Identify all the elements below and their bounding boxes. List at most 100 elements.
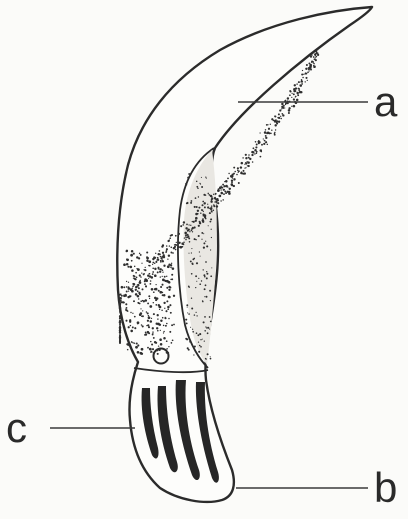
stipple-dot bbox=[209, 329, 210, 330]
stipple-dot bbox=[126, 250, 128, 252]
stipple-dot bbox=[166, 348, 168, 350]
stipple-dot bbox=[160, 258, 162, 260]
stipple-dot bbox=[245, 154, 247, 156]
stipple-dot bbox=[153, 337, 155, 339]
stipple-dot bbox=[251, 154, 253, 156]
stipple-dot bbox=[155, 284, 156, 285]
stipple-dot bbox=[209, 208, 210, 209]
stipple-dot bbox=[274, 115, 276, 117]
stipple-dot bbox=[148, 315, 149, 316]
stipple-dot bbox=[155, 299, 157, 301]
stipple-dot bbox=[146, 251, 148, 253]
stipple-dot bbox=[178, 242, 180, 244]
stipple-dot bbox=[161, 309, 163, 311]
stipple-dot bbox=[136, 256, 138, 258]
stipple-dot bbox=[208, 225, 209, 226]
stipple-dot bbox=[140, 300, 142, 302]
stipple-dot bbox=[202, 201, 204, 203]
stipple-dot bbox=[303, 74, 304, 75]
stipple-dot bbox=[151, 318, 152, 319]
stipple-dot bbox=[151, 343, 153, 345]
stipple-dot bbox=[266, 132, 268, 134]
stipple-dot bbox=[211, 211, 213, 213]
stipple-dot bbox=[294, 84, 296, 86]
stipple-dot bbox=[189, 173, 190, 174]
stipple-dot bbox=[217, 202, 219, 204]
stipple-dot bbox=[203, 233, 204, 234]
stipple-dot bbox=[141, 288, 143, 290]
stipple-dot bbox=[244, 172, 246, 174]
stipple-dot bbox=[163, 265, 165, 267]
stipple-dot bbox=[193, 354, 194, 355]
stipple-dot bbox=[249, 158, 251, 160]
stipple-dot bbox=[211, 229, 212, 230]
stipple-dot bbox=[198, 342, 199, 343]
stipple-dot bbox=[121, 295, 123, 297]
stipple-dot bbox=[163, 332, 164, 333]
stipple-dot bbox=[229, 188, 231, 190]
stipple-dot bbox=[152, 273, 154, 275]
stipple-dot bbox=[252, 151, 254, 153]
stipple-dot bbox=[150, 341, 151, 342]
stipple-dot bbox=[189, 241, 191, 243]
stipple-dot bbox=[156, 349, 159, 352]
stipple-dot bbox=[282, 107, 284, 109]
stipple-dot bbox=[185, 183, 187, 185]
stipple-dot bbox=[195, 197, 197, 199]
stipple-dot bbox=[153, 258, 155, 260]
stipple-dot bbox=[148, 261, 149, 262]
stipple-dot bbox=[201, 177, 202, 178]
stipple-dot bbox=[207, 332, 209, 334]
stipple-dot bbox=[168, 296, 171, 299]
stipple-dot bbox=[170, 235, 172, 237]
stipple-dot bbox=[274, 120, 277, 123]
stipple-dot bbox=[191, 273, 193, 275]
stipple-dot bbox=[298, 81, 300, 83]
stipple-dot bbox=[204, 340, 205, 341]
stipple-dot bbox=[289, 94, 291, 96]
stipple-dot bbox=[302, 70, 303, 71]
stipple-dot bbox=[162, 317, 164, 319]
stipple-dot bbox=[162, 292, 164, 294]
stipple-dot bbox=[166, 340, 168, 342]
stipple-dot bbox=[189, 341, 190, 342]
stipple-dot bbox=[199, 283, 201, 285]
stipple-dot bbox=[187, 312, 188, 313]
stipple-dot bbox=[187, 177, 189, 179]
stipple-dot bbox=[237, 167, 239, 169]
stipple-dot bbox=[216, 205, 218, 207]
stipple-dot bbox=[205, 358, 206, 359]
stipple-dot bbox=[298, 88, 300, 90]
stipple-dot bbox=[255, 141, 257, 143]
stipple-dot bbox=[312, 61, 313, 62]
stipple-dot bbox=[187, 236, 189, 238]
stipple-dot bbox=[291, 106, 292, 107]
stipple-dot bbox=[301, 79, 303, 81]
stipple-dot bbox=[167, 306, 170, 309]
stipple-dot bbox=[196, 186, 198, 188]
stipple-dot bbox=[171, 263, 172, 264]
stipple-dot bbox=[215, 193, 217, 195]
stipple-dot bbox=[203, 247, 205, 249]
label-a: a bbox=[374, 78, 398, 125]
stipple-dot bbox=[185, 239, 186, 240]
stipple-dot bbox=[183, 242, 185, 244]
stipple-dot bbox=[158, 290, 160, 292]
stipple-dot bbox=[119, 334, 120, 335]
stipple-dot bbox=[126, 291, 128, 293]
stipple-dot bbox=[308, 70, 309, 71]
stipple-dot bbox=[171, 278, 173, 280]
stipple-dot bbox=[129, 321, 131, 323]
stipple-dot bbox=[187, 347, 189, 349]
stipple-dot bbox=[145, 299, 148, 302]
stipple-dot bbox=[162, 272, 163, 273]
stipple-dot bbox=[159, 305, 161, 307]
stipple-dot bbox=[206, 178, 207, 179]
stipple-dot bbox=[154, 262, 156, 264]
stipple-dot bbox=[185, 235, 187, 237]
stipple-dot bbox=[190, 260, 192, 262]
stipple-dot bbox=[128, 326, 130, 328]
stipple-dot bbox=[150, 351, 152, 353]
stipple-dot bbox=[125, 320, 127, 322]
stipple-dot bbox=[165, 310, 167, 312]
